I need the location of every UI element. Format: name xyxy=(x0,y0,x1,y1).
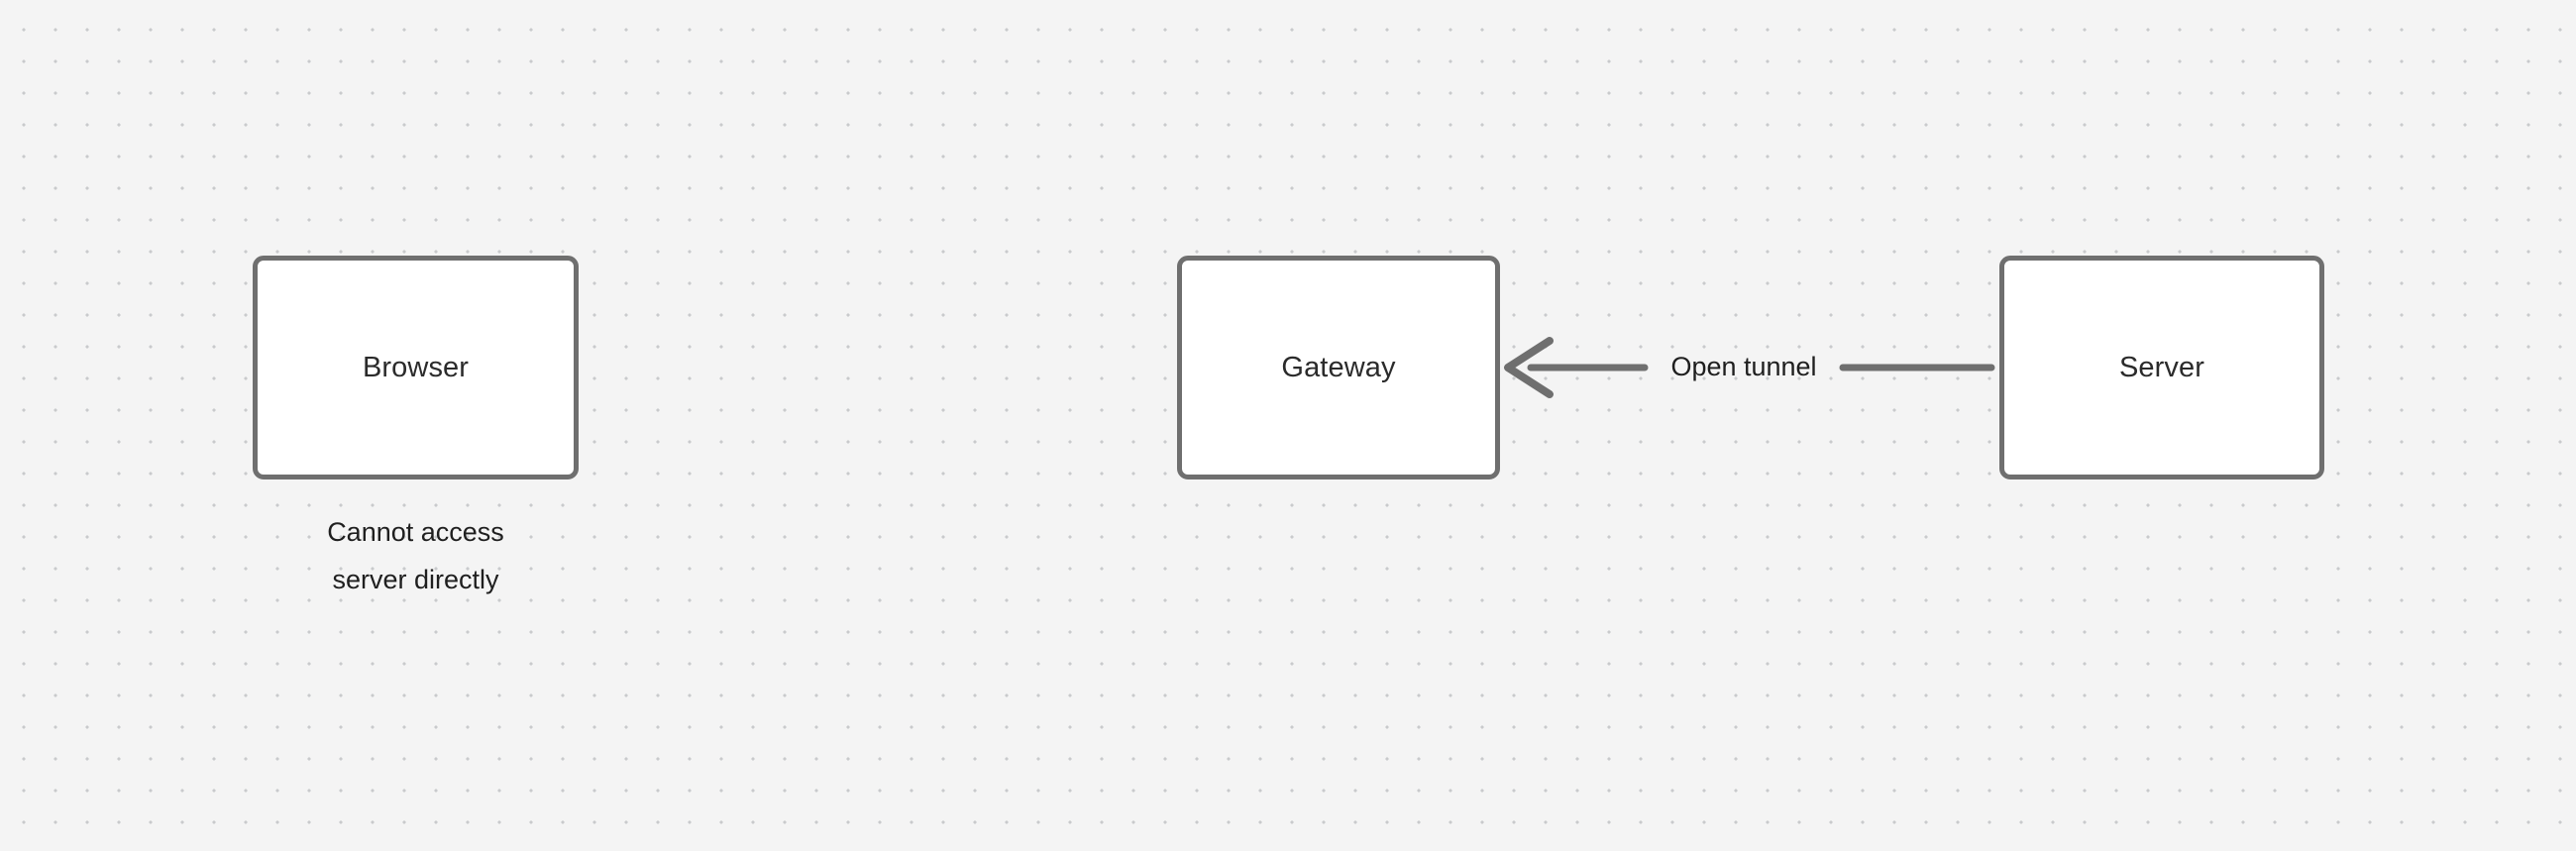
node-gateway[interactable]: Gateway xyxy=(1177,256,1500,479)
node-browser[interactable]: Browser xyxy=(253,256,579,479)
node-server-label: Server xyxy=(2118,351,2204,383)
node-server[interactable]: Server xyxy=(1999,256,2324,479)
edge-label-open-tunnel: Open tunnel xyxy=(1670,352,1817,381)
browser-caption-line-1: Cannot access xyxy=(327,517,504,547)
browser-caption-line-2: server directly xyxy=(332,565,499,594)
edge-arrowhead-icon xyxy=(1504,337,1554,398)
browser-caption: Cannot access server directly xyxy=(253,508,579,603)
node-gateway-label: Gateway xyxy=(1281,351,1396,383)
node-browser-label: Browser xyxy=(362,351,470,383)
